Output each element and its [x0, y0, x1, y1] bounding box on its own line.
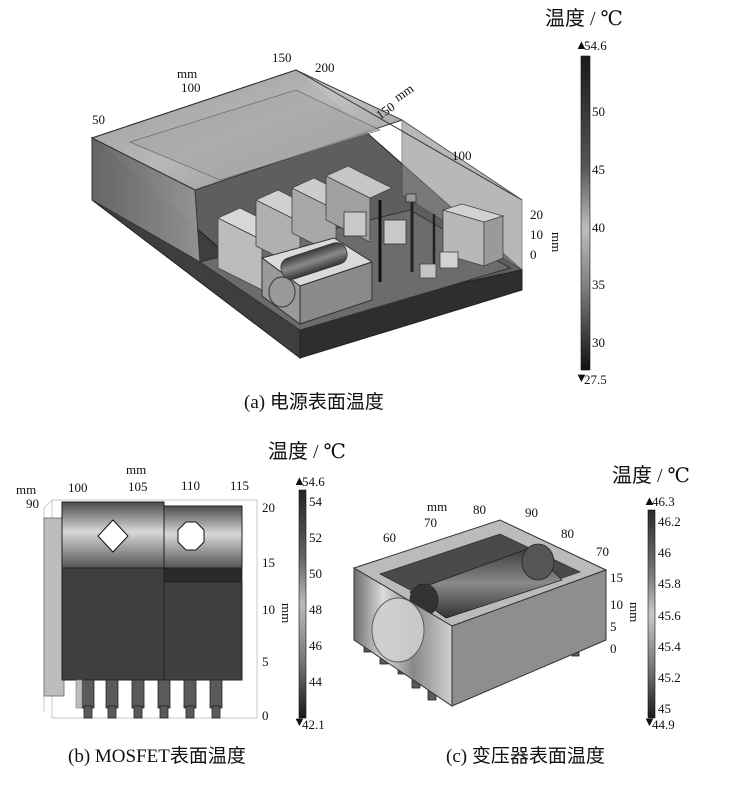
c-y-tick-70: 70 [596, 544, 609, 559]
b-x-tick-115: 115 [230, 478, 249, 493]
b-colorbar-min: 42.1 [302, 717, 325, 732]
a-y-tick-100: 100 [452, 148, 472, 163]
a-colorbar-gradient [580, 55, 591, 371]
b-z-tick-5: 5 [262, 654, 269, 669]
a-colorbar-title: 温度 / ℃ [545, 7, 623, 30]
b-x-unit: mm [126, 462, 146, 477]
a-colorbar-tick: 30 [592, 335, 605, 350]
c-caption: (c) 变压器表面温度 [446, 745, 605, 767]
c-colorbar-tick: 45 [658, 701, 671, 716]
panel-c: 60 70 mm 80 90 80 70 15 10 5 0 mm 温度 / ℃… [352, 464, 690, 767]
c-colorbar-min: 44.9 [652, 717, 675, 732]
c-x-tick-60: 60 [383, 530, 396, 545]
c-y-tick-90: 90 [525, 505, 538, 520]
c-colorbar-tick: 45.2 [658, 670, 681, 685]
b-colorbar-tick: 48 [309, 602, 322, 617]
c-x-tick-80: 80 [473, 502, 486, 517]
a-x-tick-50: 50 [92, 112, 105, 127]
b-caption: (b) MOSFET表面温度 [68, 745, 246, 767]
c-colorbar-tick: 45.8 [658, 576, 681, 591]
b-colorbar-min-arrow: ▼ [293, 714, 306, 729]
c-x-tick-70: 70 [424, 515, 437, 530]
c-colorbar-tick: 45.4 [658, 639, 681, 654]
a-colorbar-min: 27.5 [584, 372, 607, 387]
b-colorbar-title: 温度 / ℃ [268, 440, 346, 463]
b-z-tick-10: 10 [262, 602, 275, 617]
b-x-tick-100: 100 [68, 480, 88, 495]
mosfet-model [43, 499, 258, 719]
power-supply-model [90, 69, 524, 360]
a-colorbar-tick: 50 [592, 104, 605, 119]
b-z-unit: mm [279, 603, 294, 623]
a-caption: (a) 电源表面温度 [244, 391, 384, 413]
a-y-unit: mm [391, 81, 416, 105]
a-colorbar-tick: 35 [592, 277, 605, 292]
b-colorbar-max-arrow: ▲ [293, 473, 306, 488]
c-x-unit: mm [427, 499, 447, 514]
a-x-tick-100: 100 [181, 80, 201, 95]
b-colorbar-gradient [298, 489, 307, 719]
a-z-tick-20: 20 [530, 207, 543, 222]
a-x-tick-150: 150 [272, 50, 292, 65]
c-z-unit: mm [627, 602, 642, 622]
panel-a: 50 100 mm 150 200 mm 150 100 20 10 0 mm … [90, 7, 623, 413]
a-z-tick-10: 10 [530, 227, 543, 242]
b-colorbar-max: 54.6 [302, 474, 325, 489]
a-colorbar-max-arrow: ▲ [575, 37, 588, 52]
a-x-unit: mm [177, 66, 197, 81]
c-colorbar-tick: 46.2 [658, 514, 681, 529]
c-z-tick-0: 0 [610, 641, 617, 656]
b-x-tick-105: 105 [128, 479, 148, 494]
a-colorbar-min-arrow: ▼ [575, 370, 588, 385]
a-colorbar-tick: 40 [592, 220, 605, 235]
a-z-tick-0: 0 [530, 247, 537, 262]
b-x-tick-110: 110 [181, 478, 200, 493]
b-colorbar-tick: 52 [309, 530, 322, 545]
a-z-unit: mm [549, 232, 564, 252]
b-x-unit-left: mm [16, 482, 36, 497]
c-z-tick-5: 5 [610, 619, 617, 634]
a-colorbar: 温度 / ℃ ▲ 54.6 50 45 40 35 30 ▼ 27.5 [545, 7, 623, 387]
b-z-tick-0: 0 [262, 708, 269, 723]
c-colorbar-gradient [647, 509, 656, 719]
b-colorbar-tick: 50 [309, 566, 322, 581]
c-y-tick-80: 80 [561, 526, 574, 541]
c-colorbar-tick: 45.6 [658, 608, 681, 623]
b-colorbar-tick: 44 [309, 674, 323, 689]
c-colorbar-max: 46.3 [652, 494, 675, 509]
a-colorbar-tick: 45 [592, 162, 605, 177]
b-z-tick-15: 15 [262, 555, 275, 570]
b-colorbar-tick: 46 [309, 638, 323, 653]
c-colorbar-tick: 46 [658, 545, 672, 560]
b-z-tick-20: 20 [262, 500, 275, 515]
panel-b: mm 90 100 mm 105 110 115 20 15 10 5 0 mm… [16, 440, 346, 767]
b-colorbar-tick: 54 [309, 494, 323, 509]
c-colorbar-max-arrow: ▲ [643, 493, 656, 508]
c-colorbar: 温度 / ℃ ▲ 46.3 46.2 46 45.8 45.6 45.4 45.… [612, 464, 690, 732]
c-z-tick-10: 10 [610, 597, 623, 612]
transformer-model [352, 519, 608, 707]
b-colorbar: 温度 / ℃ ▲ 54.6 54 52 50 48 46 44 ▼ 42.1 [268, 440, 346, 732]
c-z-tick-15: 15 [610, 570, 623, 585]
b-x-tick-90: 90 [26, 496, 39, 511]
a-x-tick-200: 200 [315, 60, 335, 75]
c-colorbar-title: 温度 / ℃ [612, 464, 690, 487]
a-colorbar-max: 54.6 [584, 38, 607, 53]
c-colorbar-min-arrow: ▼ [643, 714, 656, 729]
